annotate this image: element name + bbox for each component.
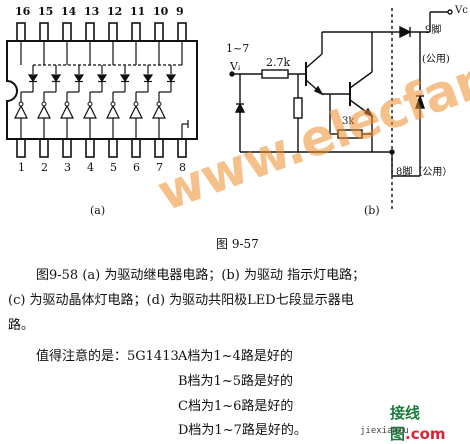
ic-bottom-pin — [108, 138, 118, 158]
jiexiantu-logo: 接线图.com — [390, 404, 446, 443]
notes-b: B档为1~5路是好的 — [178, 374, 293, 389]
pin-number-top: 13 — [84, 5, 100, 18]
logo-subtext: jiexiantu — [360, 426, 409, 436]
ic-top-pin — [154, 22, 164, 42]
ic-bottom-pin — [85, 138, 95, 158]
label-b: (b) — [364, 204, 380, 217]
label-a: (a) — [90, 204, 106, 217]
ic-top-pin — [108, 22, 118, 42]
ic-bottom-pin — [131, 138, 141, 158]
pin-number-bottom: 8 — [179, 161, 186, 174]
notes-intro: 值得注意的是：5G1413 — [36, 349, 179, 364]
pin-number-bottom: 7 — [156, 161, 163, 174]
pin-number-top: 10 — [153, 5, 169, 18]
resistor-3k-label: 3k — [342, 116, 355, 127]
pin-number-bottom: 5 — [110, 161, 117, 174]
ic-bottom-pin — [154, 138, 164, 158]
pin-number-top: 11 — [130, 5, 146, 18]
pin-number-top: 15 — [38, 5, 54, 18]
ic-bottom-pin — [16, 138, 26, 158]
supply-label: Vc — [455, 5, 468, 16]
driver-circuit — [229, 8, 453, 212]
pin-number-top: 14 — [61, 5, 77, 18]
pin9-label: 9脚 — [425, 25, 442, 36]
pin-number-bottom: 6 — [133, 161, 140, 174]
caption-line-3: 路。 — [8, 318, 35, 333]
ic-top-pin — [131, 22, 141, 42]
pin-number-bottom: 2 — [41, 161, 48, 174]
pin-number-bottom: 3 — [64, 161, 71, 174]
resistor-27k-label: 2.7k — [266, 56, 291, 69]
pin-number-bottom: 1 — [18, 161, 25, 174]
ic-package — [6, 22, 198, 158]
pin-number-top: 12 — [107, 5, 123, 18]
pin-number-top: 16 — [15, 5, 31, 18]
ic-top-pin — [39, 22, 49, 42]
caption-line-2: (c) 为驱动晶体灯电路；(d) 为驱动共阳极LED七段显示器电 — [8, 293, 354, 308]
circuit-diagram — [6, 8, 453, 212]
pin-number-top: 9 — [176, 5, 184, 18]
pin9-note: (公用) — [422, 54, 450, 65]
notes-a: A档为1~4路是好的 — [178, 349, 293, 364]
notes-d: D档为1~7路是好的。 — [178, 423, 307, 438]
ic-bottom-pin — [39, 138, 49, 158]
pin-number-bottom: 4 — [87, 161, 94, 174]
notes-c: C档为1~6路是好的 — [178, 399, 294, 414]
input-symbol: Vᵢ — [230, 60, 241, 73]
input-range: 1~7 — [226, 42, 250, 55]
figure-label: 图 9-57 — [216, 237, 259, 251]
ic-bottom-pin — [62, 138, 72, 158]
caption-line-1: 图9-58 (a) 为驱动继电器电路；(b) 为驱动 指示灯电路； — [36, 268, 366, 283]
ic-top-pin — [85, 22, 95, 42]
ic-top-pin — [177, 22, 187, 42]
ic-top-pin — [62, 22, 72, 42]
pin8-label: 8脚（公用） — [396, 167, 453, 178]
ic-top-pin — [16, 22, 26, 42]
